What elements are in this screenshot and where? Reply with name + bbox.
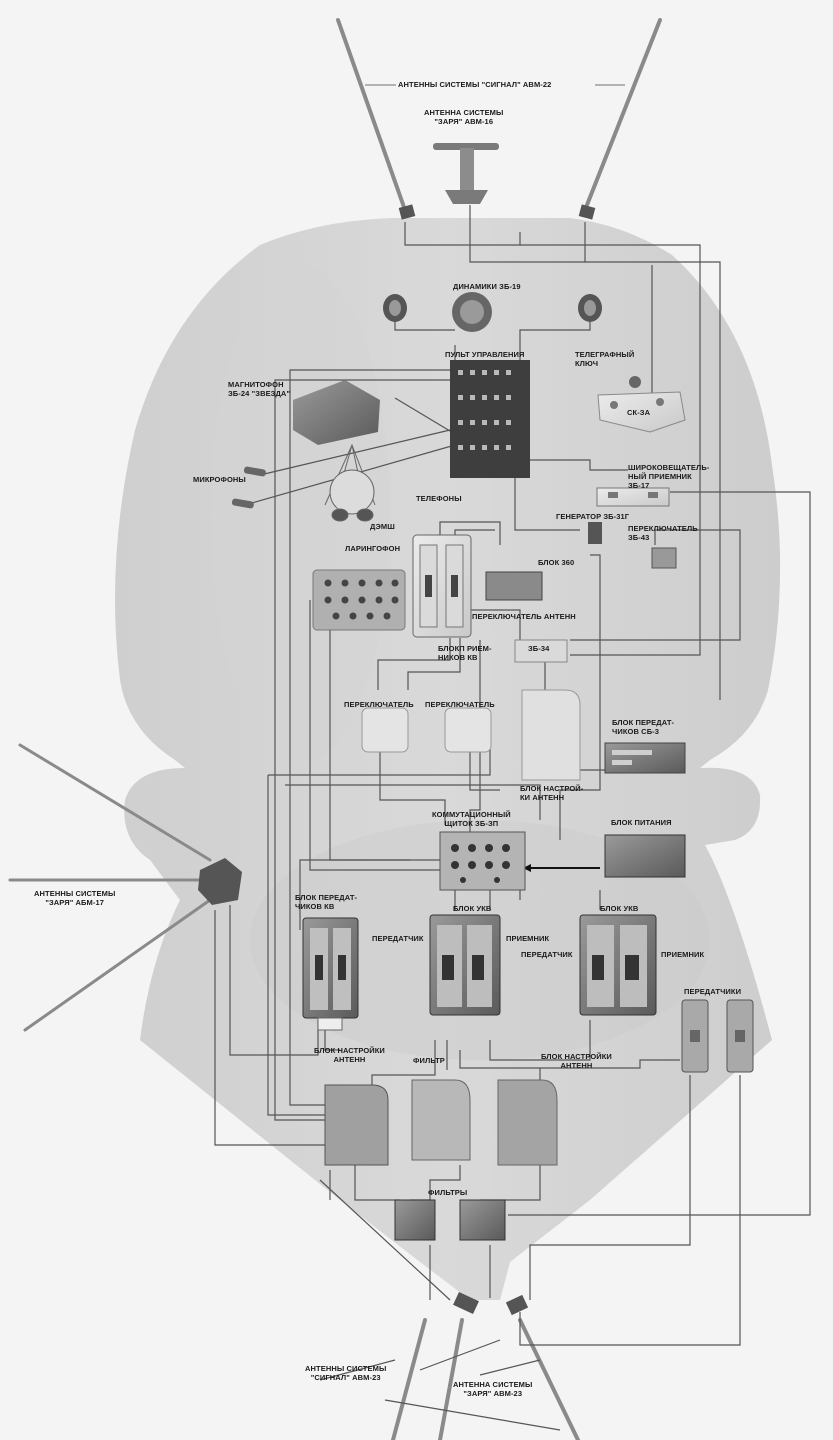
label-transmitter-1: ПЕРЕДАТЧИК xyxy=(372,934,424,943)
label-power-block: БЛОК ПИТАНИЯ xyxy=(611,818,672,827)
label-laryngophone: ЛАРИНГОФОН xyxy=(345,544,400,553)
label-antenna-zarya-left: АНТЕННЫ СИСТЕМЫ "ЗАРЯ" АБМ-17 xyxy=(34,889,115,907)
filter-unit-b xyxy=(460,1200,505,1240)
power-block-unit xyxy=(605,835,685,877)
label-broadcast-receiver: ШИРОКОВЕЩАТЕЛЬ- НЫЙ ПРИЕМНИК ЗБ-17 xyxy=(628,463,709,490)
label-antenna-zarya-top: АНТЕННА СИСТЕМЫ "ЗАРЯ" АВМ-16 xyxy=(424,108,503,126)
switch-zb43-unit xyxy=(652,548,676,568)
label-sk3a: СК-ЗА xyxy=(627,408,650,417)
label-antenna-tuning-upper: БЛОК НАСТРОЙ- КИ АНТЕНН xyxy=(520,784,583,802)
label-transmitter-2: ПЕРЕДАТЧИК xyxy=(521,950,573,959)
label-antenna-signal-bottom: АНТЕННЫ СИСТЕМЫ "СИГНАЛ" АВМ-23 xyxy=(305,1364,386,1382)
label-generator: ГЕНЕРАТОР ЗБ-31Г xyxy=(556,512,629,521)
label-filters: ФИЛЬТРЫ xyxy=(428,1188,467,1197)
kv-transmitters-unit xyxy=(303,918,358,1030)
label-antenna-tuning-left: БЛОК НАСТРОЙКИ АНТЕНН xyxy=(314,1046,385,1064)
zarya-top-antenna xyxy=(433,143,499,204)
antenna-tuning-right-unit xyxy=(498,1080,557,1165)
kv-receivers-unit xyxy=(413,535,471,637)
label-antenna-zarya-bottom: АНТЕННА СИСТЕМЫ "ЗАРЯ" АВМ-23 xyxy=(453,1380,532,1398)
connector-panel-unit xyxy=(313,570,405,630)
block-360-unit xyxy=(486,572,542,600)
antenna-tuning-upper-unit xyxy=(522,690,580,780)
label-switch-zb43: ПЕРЕКЛЮЧАТЕЛЬ ЗБ-43 xyxy=(628,524,698,542)
label-control-panel: ПУЛЬТ УПРАВЛЕНИЯ xyxy=(445,350,524,359)
switch-right-unit xyxy=(445,708,491,752)
control-panel-unit xyxy=(450,360,530,478)
sb3-transmitters-unit xyxy=(605,743,685,773)
label-switchboard: КОММУТАЦИОННЫЙ ЩИТОК ЗБ-ЗП xyxy=(432,810,511,828)
label-speakers: ДИНАМИКИ ЗБ-19 xyxy=(453,282,521,291)
label-kv-transmitters: БЛОК ПЕРЕДАТ- ЧИКОВ КВ xyxy=(295,893,357,911)
label-filter: ФИЛЬТР xyxy=(413,1056,445,1065)
label-antenna-switch: ПЕРЕКЛЮЧАТЕЛЬ АНТЕНН xyxy=(472,612,576,621)
label-telegraph-key: ТЕЛЕГРАФНЫЙ КЛЮЧ xyxy=(575,350,634,368)
switch-left-unit xyxy=(362,708,408,752)
label-kv-receivers: БЛОКП РИЕМ- НИКОВ КВ xyxy=(438,644,492,662)
ukv-block-1-unit xyxy=(430,915,500,1015)
broadcast-receiver-unit xyxy=(597,488,669,506)
label-phones: ТЕЛЕФОНЫ xyxy=(416,494,462,503)
label-switch-right: ПЕРЕКЛЮЧАТЕЛЬ xyxy=(425,700,495,709)
label-ukv-block-1: БЛОК УКВ xyxy=(453,904,491,913)
label-sb3-transmitters: БЛОК ПЕРЕДАТ- ЧИКОВ СБ-3 xyxy=(612,718,674,736)
label-ukv-block-2: БЛОК УКВ xyxy=(600,904,638,913)
generator-unit xyxy=(588,522,602,544)
ukv-block-2-unit xyxy=(580,915,656,1015)
label-transmitters: ПЕРЕДАТЧИКИ xyxy=(684,987,741,996)
antenna-tuning-left-unit xyxy=(325,1085,388,1165)
label-microphones: МИКРОФОНЫ xyxy=(193,475,246,484)
label-demsh: ДЭМШ xyxy=(370,522,395,531)
label-receiver-2: ПРИЕМНИК xyxy=(661,950,704,959)
label-switch-left: ПЕРЕКЛЮЧАТЕЛЬ xyxy=(344,700,414,709)
label-block-360: БЛОК 360 xyxy=(538,558,574,567)
filter-unit xyxy=(412,1080,470,1160)
switchboard-unit xyxy=(440,832,525,890)
label-zb34: ЗБ-34 xyxy=(528,644,549,653)
filter-unit-a xyxy=(395,1200,435,1240)
label-recorder: МАГНИТОФОН ЗБ-24 "ЗВЕЗДА" xyxy=(228,380,290,398)
label-receiver-1: ПРИЕМНИК xyxy=(506,934,549,943)
label-antenna-tuning-right: БЛОК НАСТРОЙКИ АНТЕНН xyxy=(541,1052,612,1070)
label-antenna-signal-top: АНТЕННЫ СИСТЕМЫ "СИГНАЛ" АВМ-22 xyxy=(398,80,551,89)
